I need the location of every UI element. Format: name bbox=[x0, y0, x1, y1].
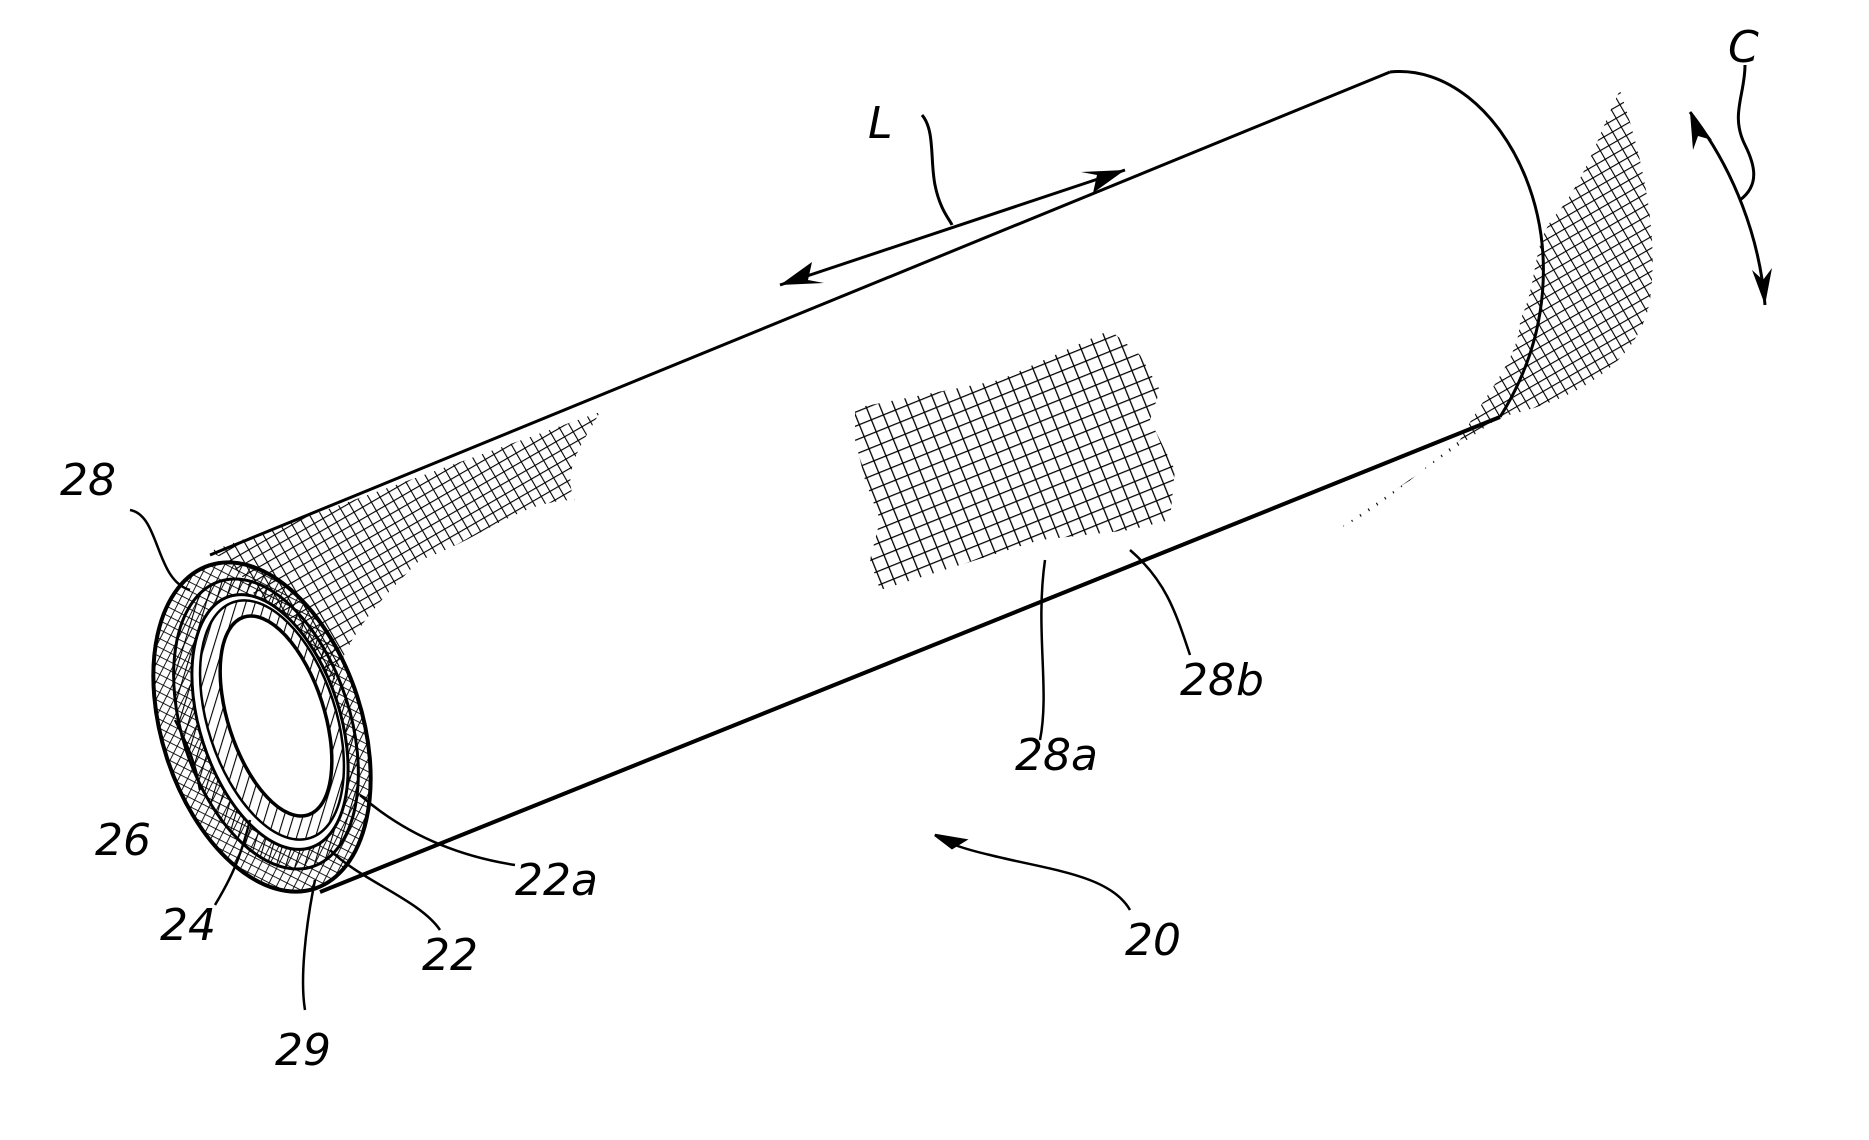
circumferential-arrow-c bbox=[1690, 65, 1772, 305]
label-22a: 22a bbox=[515, 855, 598, 906]
mesh-patch-center bbox=[855, 330, 1175, 590]
leader-29 bbox=[303, 880, 315, 1010]
leader-28a bbox=[1040, 560, 1045, 740]
label-24: 24 bbox=[160, 900, 216, 951]
leader-20 bbox=[935, 835, 1130, 910]
label-29: 29 bbox=[275, 1025, 331, 1076]
mesh-layer-28 bbox=[208, 90, 1653, 708]
leader-28b bbox=[1130, 550, 1190, 655]
label-28b: 28b bbox=[1180, 655, 1264, 706]
leader-28 bbox=[130, 510, 190, 590]
label-26: 26 bbox=[95, 815, 151, 866]
label-l: L bbox=[868, 98, 893, 149]
longitudinal-arrow-l bbox=[780, 115, 1125, 285]
label-28a: 28a bbox=[1015, 730, 1098, 781]
label-c: C bbox=[1728, 22, 1759, 73]
label-20: 20 bbox=[1125, 915, 1181, 966]
label-28: 28 bbox=[60, 455, 116, 506]
label-22: 22 bbox=[422, 930, 478, 981]
leader-22a bbox=[360, 795, 515, 865]
tube-top-edge bbox=[210, 72, 1390, 555]
